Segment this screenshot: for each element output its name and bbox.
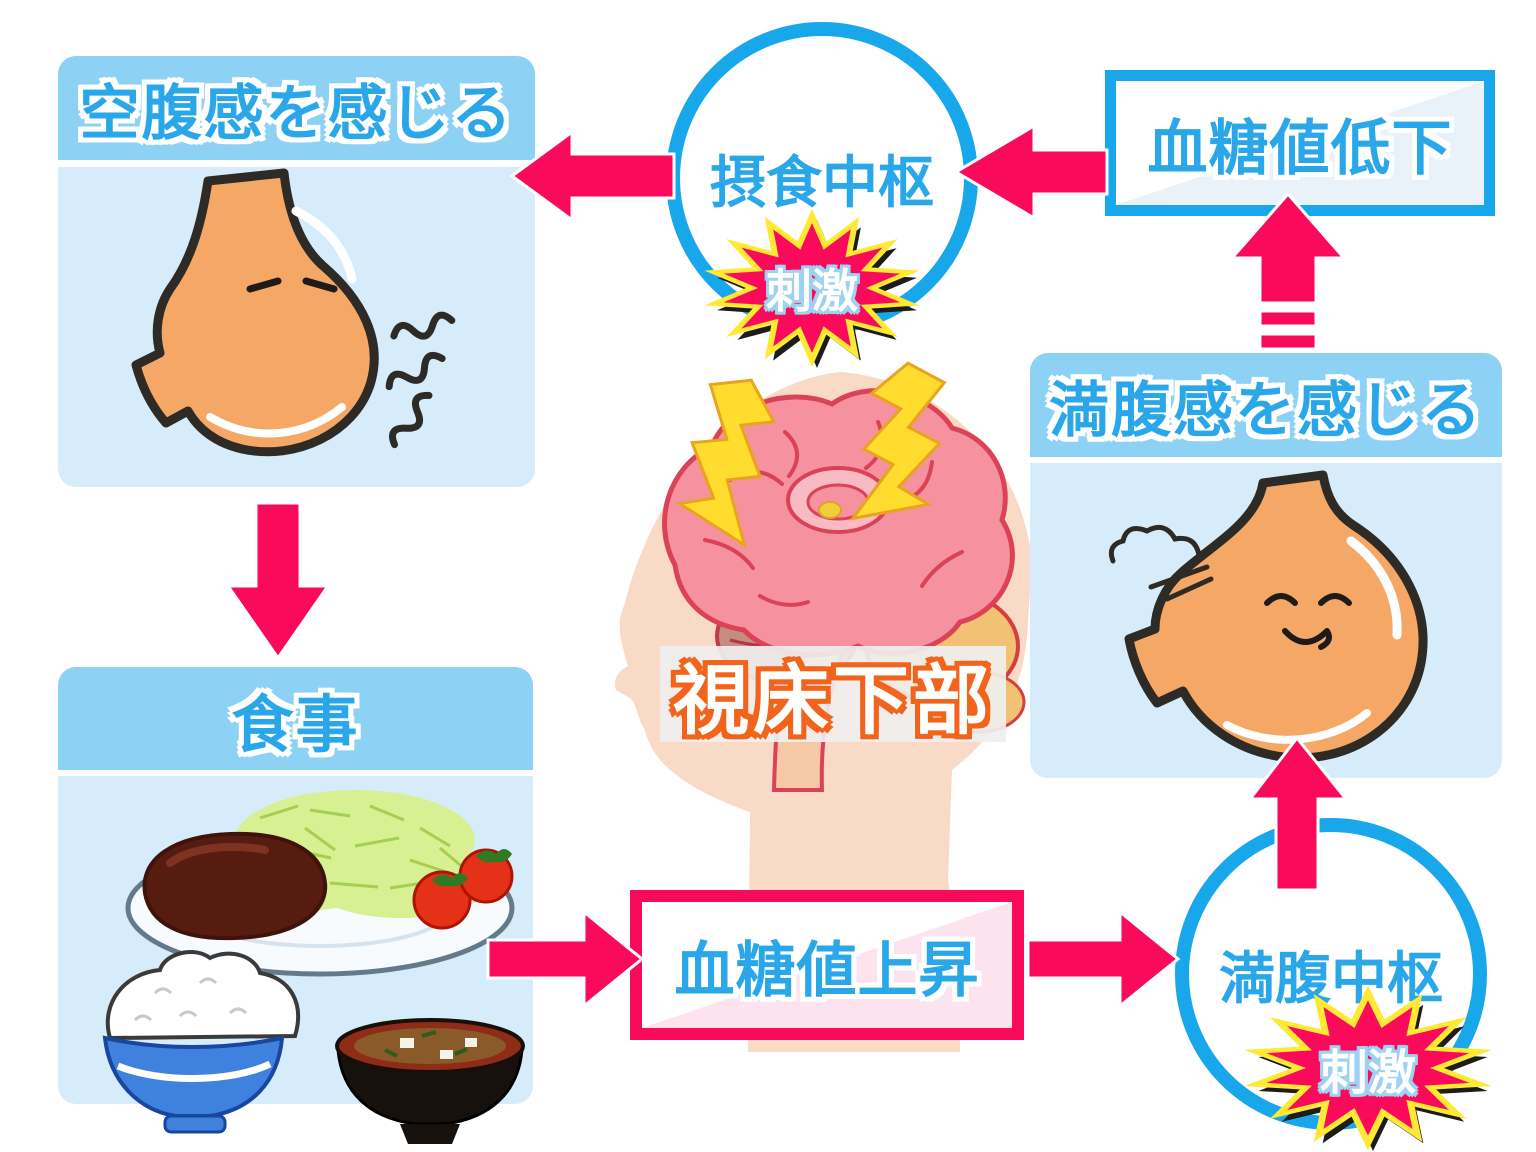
satiety-panel-header: 満腹感を感じる (1030, 353, 1502, 457)
grumble-squiggles (385, 311, 456, 449)
meal-panel-label: 食事 (231, 687, 360, 761)
lightning-bolt-icon (849, 361, 947, 521)
miso-soup-bowl (335, 1018, 525, 1144)
satiety-panel-label: 満腹感を感じる (1049, 375, 1483, 446)
cherry-tomatoes (412, 848, 514, 930)
stimulus-label: 刺激 (1319, 1045, 1416, 1101)
hypothalamus-text: 視床下部 (673, 656, 993, 745)
hunger-panel-label: 空腹感を感じる (79, 78, 514, 149)
happy-stomach-illustration (1108, 470, 1428, 763)
rice-bowl (102, 950, 301, 1134)
feeding-center-label: 摂食中枢 (710, 150, 934, 216)
meal-panel-header: 食事 (58, 667, 533, 770)
satiety-stimulus-text: 刺激 (1253, 1000, 1483, 1136)
hypothalamus-label: 視床下部 (660, 646, 1006, 745)
arrow-feeding-to-hunger (509, 129, 676, 223)
meal-illustration (102, 790, 525, 1144)
glucose-down-box: 血糖値低下 (1105, 70, 1495, 216)
arrow-satiety-to-glucosedown-dashed (1228, 191, 1348, 351)
feeding-stimulus-text: 刺激 (712, 222, 912, 354)
arrow-glucoseup-to-satietycenter (1026, 908, 1181, 1010)
satiety-panel-body (1030, 463, 1502, 778)
hungry-stomach-illustration (131, 168, 456, 457)
glucose-up-box: 血糖値上昇 (630, 890, 1024, 1040)
stimulus-label: 刺激 (766, 264, 858, 318)
lightning-bolt-icon (675, 378, 777, 549)
hunger-panel-header: 空腹感を感じる (58, 56, 535, 160)
glucose-down-label: 血糖値低下 (1147, 113, 1453, 184)
glucose-up-label: 血糖値上昇 (674, 935, 980, 1006)
exhale-puff (1108, 524, 1214, 602)
hamburg-steak (142, 831, 328, 941)
hunger-panel-body (58, 167, 535, 487)
arrow-hunger-to-meal (225, 501, 331, 661)
arrow-glucosedown-to-feeding (953, 123, 1109, 221)
